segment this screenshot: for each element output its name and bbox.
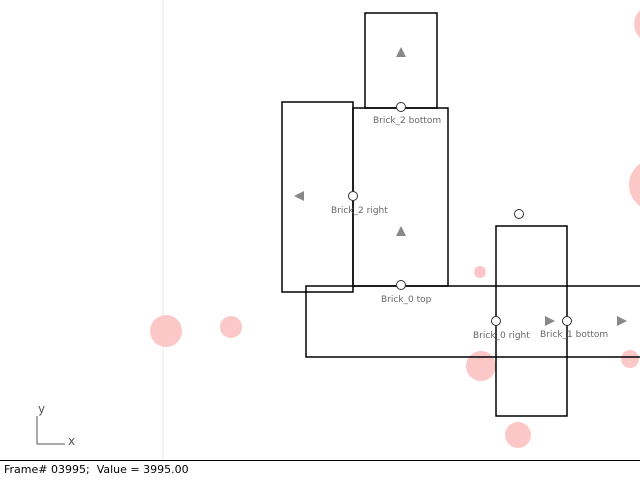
left-arrow-icon bbox=[294, 191, 304, 201]
brick-2[interactable] bbox=[352, 107, 449, 287]
particle bbox=[474, 266, 486, 278]
connection-point[interactable] bbox=[348, 191, 358, 201]
physics-scene[interactable]: Brick_2 bottom Brick_2 right Brick_0 top… bbox=[0, 0, 640, 460]
up-arrow-icon bbox=[396, 226, 406, 236]
label-brick0-top: Brick_0 top bbox=[381, 295, 432, 305]
direction-markers bbox=[294, 47, 627, 326]
status-bar: Frame# 03995; Value = 3995.00 bbox=[0, 460, 640, 480]
label-brick1-bottom: Brick_1 bottom bbox=[540, 330, 608, 340]
label-brick2-right: Brick_2 right bbox=[331, 206, 388, 216]
particle bbox=[634, 10, 640, 38]
right-arrow-icon bbox=[545, 316, 555, 326]
y-axis-label: y bbox=[38, 402, 45, 416]
particle bbox=[150, 315, 182, 347]
particle bbox=[505, 422, 531, 448]
connection-point[interactable] bbox=[514, 209, 524, 219]
x-axis-label: x bbox=[68, 434, 75, 448]
particle bbox=[220, 316, 242, 338]
axis-indicator: y x bbox=[36, 402, 75, 448]
connection-point[interactable] bbox=[396, 280, 406, 290]
connection-points bbox=[348, 102, 572, 326]
brick-0[interactable] bbox=[305, 285, 640, 358]
particle bbox=[466, 351, 496, 381]
simulation-viewport[interactable]: Brick_2 bottom Brick_2 right Brick_0 top… bbox=[0, 0, 640, 460]
right-arrow-icon bbox=[617, 316, 627, 326]
up-arrow-icon bbox=[396, 47, 406, 57]
particle bbox=[629, 163, 640, 207]
value-readout: Value = 3995.00 bbox=[96, 463, 189, 476]
brick-1[interactable] bbox=[495, 225, 568, 417]
connection-point[interactable] bbox=[396, 102, 406, 112]
connection-point[interactable] bbox=[491, 316, 501, 326]
label-brick2-bottom: Brick_2 bottom bbox=[373, 116, 441, 126]
brick-top[interactable] bbox=[364, 12, 438, 109]
label-brick0-right: Brick_0 right bbox=[473, 331, 530, 341]
particles bbox=[150, 10, 640, 448]
brick-left[interactable] bbox=[281, 101, 354, 293]
connection-point[interactable] bbox=[562, 316, 572, 326]
frame-counter: Frame# 03995; bbox=[4, 463, 90, 476]
particle bbox=[621, 350, 639, 368]
